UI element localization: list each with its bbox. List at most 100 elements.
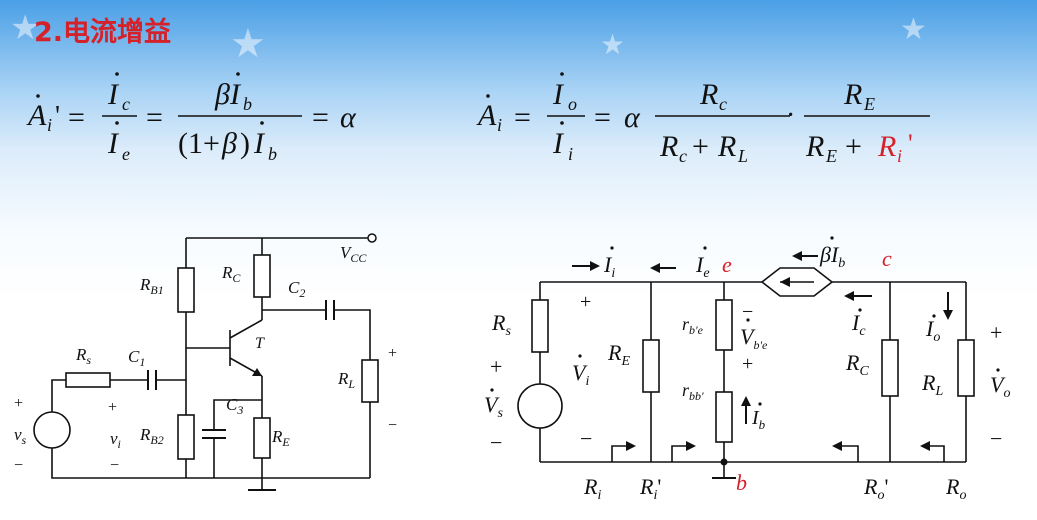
slide-title: 2.电流增益 <box>34 17 172 48</box>
equation-right: A i = I o I i = α R c R c + R L · R E R … <box>476 72 930 166</box>
svg-text:Rs: Rs <box>75 345 91 367</box>
svg-text:=: = <box>146 101 163 134</box>
svg-text:A: A <box>476 99 497 132</box>
svg-text:=: = <box>514 101 531 134</box>
svg-text:βI: βI <box>214 78 242 111</box>
svg-text:c: c <box>679 146 687 166</box>
svg-text:−: − <box>580 426 592 451</box>
svg-text:Ie: Ie <box>695 252 710 281</box>
svg-text:Ic: Ic <box>851 310 866 339</box>
svg-text:R: R <box>843 78 862 111</box>
svg-text:RB1: RB1 <box>139 275 164 297</box>
svg-text:RL: RL <box>337 369 355 391</box>
svg-text:Rs: Rs <box>491 310 511 339</box>
svg-text:α: α <box>624 101 641 134</box>
svg-text:b: b <box>243 94 252 114</box>
svg-text:+: + <box>845 130 862 163</box>
source-vs <box>33 411 71 449</box>
svg-text:=: = <box>594 101 611 134</box>
svg-text:E: E <box>863 94 875 114</box>
svg-text:': ' <box>908 129 913 158</box>
svg-text:RC: RC <box>845 350 869 379</box>
svg-text:Io: Io <box>925 316 940 345</box>
svg-text:C3: C3 <box>226 395 243 417</box>
rc-resistor <box>253 254 271 298</box>
svg-text:β: β <box>221 127 237 160</box>
svg-text:R: R <box>699 78 718 111</box>
svg-text:E: E <box>825 146 837 166</box>
svg-text:−: − <box>14 457 23 474</box>
svg-text:I: I <box>552 127 565 160</box>
svg-text:+: + <box>14 395 23 412</box>
svg-text:Ro: Ro <box>945 474 966 503</box>
svg-text:L: L <box>737 146 748 166</box>
svg-text:b: b <box>736 470 747 495</box>
source-vs-model <box>517 383 563 429</box>
rb1-resistor <box>177 267 195 313</box>
circuit-right: Rs + Vs − + Vi − RE rb'e rbb' − Vb'e + I… <box>484 236 1010 503</box>
svg-text:o: o <box>568 94 577 114</box>
svg-text:RC: RC <box>221 263 241 285</box>
svg-text:T: T <box>255 335 265 352</box>
svg-text:vi: vi <box>110 429 121 451</box>
svg-text:I: I <box>107 127 120 160</box>
rl-resistor <box>361 359 379 403</box>
svg-text:+: + <box>580 291 591 313</box>
svg-text:+: + <box>692 130 709 163</box>
svg-text:Vi: Vi <box>572 360 589 389</box>
svg-text:b: b <box>268 144 277 164</box>
svg-text:βIb: βIb <box>819 242 845 271</box>
rs-resistor-model <box>531 299 549 353</box>
svg-text:I: I <box>107 78 120 111</box>
svg-text:vs: vs <box>14 425 27 447</box>
svg-text:i: i <box>47 115 52 135</box>
rbb-resistor <box>715 391 733 443</box>
svg-text:Vo: Vo <box>990 372 1010 401</box>
svg-text:Ib: Ib <box>751 407 766 432</box>
svg-text:−: − <box>990 426 1002 451</box>
svg-text:': ' <box>55 101 60 132</box>
equation-left: A i ' = I c I e = βI b (1+ β ) I b = α <box>26 72 357 164</box>
svg-text:−: − <box>110 457 119 474</box>
svg-text:): ) <box>240 127 250 160</box>
svg-text:RE: RE <box>271 427 290 449</box>
svg-text:R: R <box>717 130 736 163</box>
background-star-icon: ★ <box>900 13 927 46</box>
rbe-resistor <box>715 299 733 351</box>
svg-text:I: I <box>253 127 266 160</box>
vcc-terminal <box>367 233 377 243</box>
svg-text:RB2: RB2 <box>139 425 164 447</box>
svg-text:(1+: (1+ <box>178 127 220 160</box>
svg-text:Vs: Vs <box>484 392 503 421</box>
circuit-left: VCC RB1 RC T C2 RL + − C1 Rs <box>14 233 397 491</box>
svg-text:i: i <box>568 144 573 164</box>
svg-text:R: R <box>805 130 824 163</box>
svg-text:e: e <box>722 252 732 277</box>
re-resistor-model <box>642 339 660 393</box>
svg-text:Ii: Ii <box>603 252 615 281</box>
background-star-icon: ★ <box>230 21 266 66</box>
svg-text:C2: C2 <box>288 278 305 300</box>
svg-text:A: A <box>26 99 47 132</box>
svg-text:R: R <box>877 130 896 163</box>
svg-text:rbb': rbb' <box>682 380 704 403</box>
svg-text:+: + <box>742 353 753 375</box>
svg-text:−: − <box>742 301 753 323</box>
svg-text:RE: RE <box>607 340 630 369</box>
svg-text:+: + <box>108 399 117 416</box>
svg-text:Ri': Ri' <box>639 474 661 503</box>
svg-text:+: + <box>388 345 397 362</box>
svg-text:R: R <box>659 130 678 163</box>
svg-text:α: α <box>340 101 357 134</box>
svg-text:Vb'e: Vb'e <box>740 324 768 352</box>
svg-text:=: = <box>312 101 329 134</box>
svg-text:rb'e: rb'e <box>682 314 704 337</box>
vcc-label: VCC <box>340 243 367 265</box>
svg-text:+: + <box>990 320 1002 345</box>
rb2-resistor <box>177 414 195 460</box>
svg-text:e: e <box>122 144 130 164</box>
svg-text:c: c <box>882 246 892 271</box>
svg-text:=: = <box>68 101 85 134</box>
svg-text:Ro': Ro' <box>863 474 888 503</box>
